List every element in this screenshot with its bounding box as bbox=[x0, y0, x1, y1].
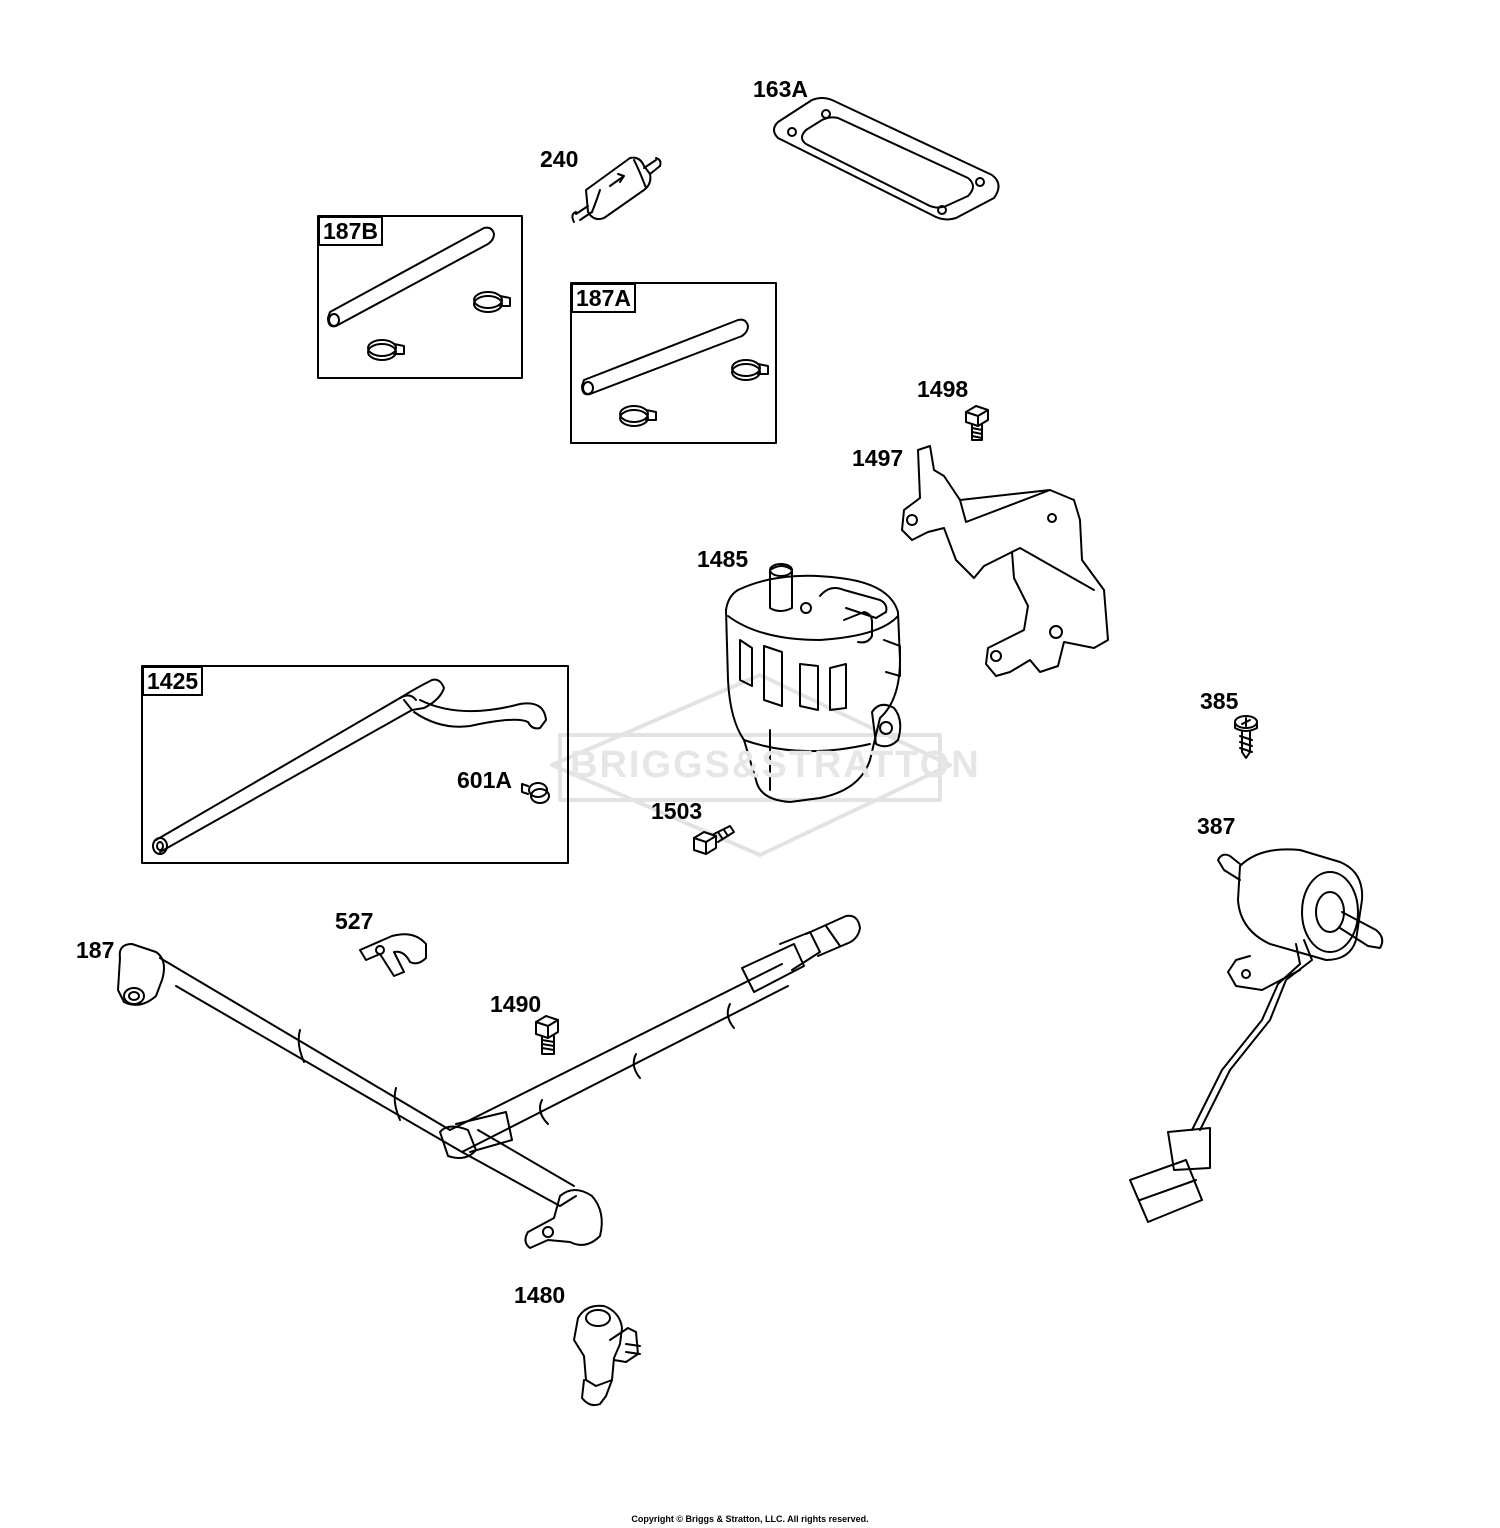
fuel-module-1485 bbox=[725, 563, 902, 803]
box-label-187A: 187A bbox=[571, 283, 636, 313]
callout-187: 187 bbox=[76, 937, 115, 963]
connector-1480 bbox=[573, 1304, 641, 1407]
screw-385 bbox=[1234, 715, 1258, 759]
callout-1497: 1497 bbox=[852, 445, 904, 471]
callout-601A: 601A bbox=[457, 767, 512, 793]
brand-watermark bbox=[550, 673, 952, 857]
callout-1498: 1498 bbox=[917, 376, 969, 402]
callout-240: 240 bbox=[540, 146, 579, 172]
callout-1503: 1503 bbox=[651, 798, 703, 824]
callout-385: 385 bbox=[1200, 688, 1239, 714]
bracket-1497 bbox=[901, 445, 1109, 677]
fuel-hose-assembly-187 bbox=[117, 914, 861, 1249]
hose-clamp-icon bbox=[473, 291, 511, 313]
hose-clamp-icon bbox=[731, 359, 769, 381]
callout-1480: 1480 bbox=[514, 1282, 566, 1308]
fuel-pump-387 bbox=[1129, 848, 1384, 1223]
box-187B bbox=[317, 215, 523, 379]
screw-1498 bbox=[965, 405, 989, 441]
fuel-filter-240 bbox=[571, 156, 662, 223]
clip-527 bbox=[359, 933, 427, 977]
callout-1490: 1490 bbox=[490, 991, 542, 1017]
gasket-163A bbox=[773, 97, 1000, 221]
callout-527: 527 bbox=[335, 908, 374, 934]
box-label-187B: 187B bbox=[318, 216, 383, 246]
hose-clamp-icon bbox=[367, 339, 405, 361]
box-1425 bbox=[141, 665, 569, 864]
hose-clamp-icon bbox=[619, 405, 657, 427]
box-187A bbox=[570, 282, 777, 444]
bolt-1503 bbox=[693, 825, 735, 855]
callout-163A: 163A bbox=[753, 76, 808, 102]
callout-1485: 1485 bbox=[697, 546, 749, 572]
copyright-notice: Copyright © Briggs & Stratton, LLC. All … bbox=[631, 1514, 869, 1524]
brand-watermark-text: BRIGGS&STRATTON bbox=[570, 744, 981, 786]
box-label-1425: 1425 bbox=[142, 666, 204, 696]
hose-clamp-601A bbox=[521, 782, 550, 804]
callout-387: 387 bbox=[1197, 813, 1236, 839]
bolt-1490 bbox=[535, 1015, 559, 1055]
